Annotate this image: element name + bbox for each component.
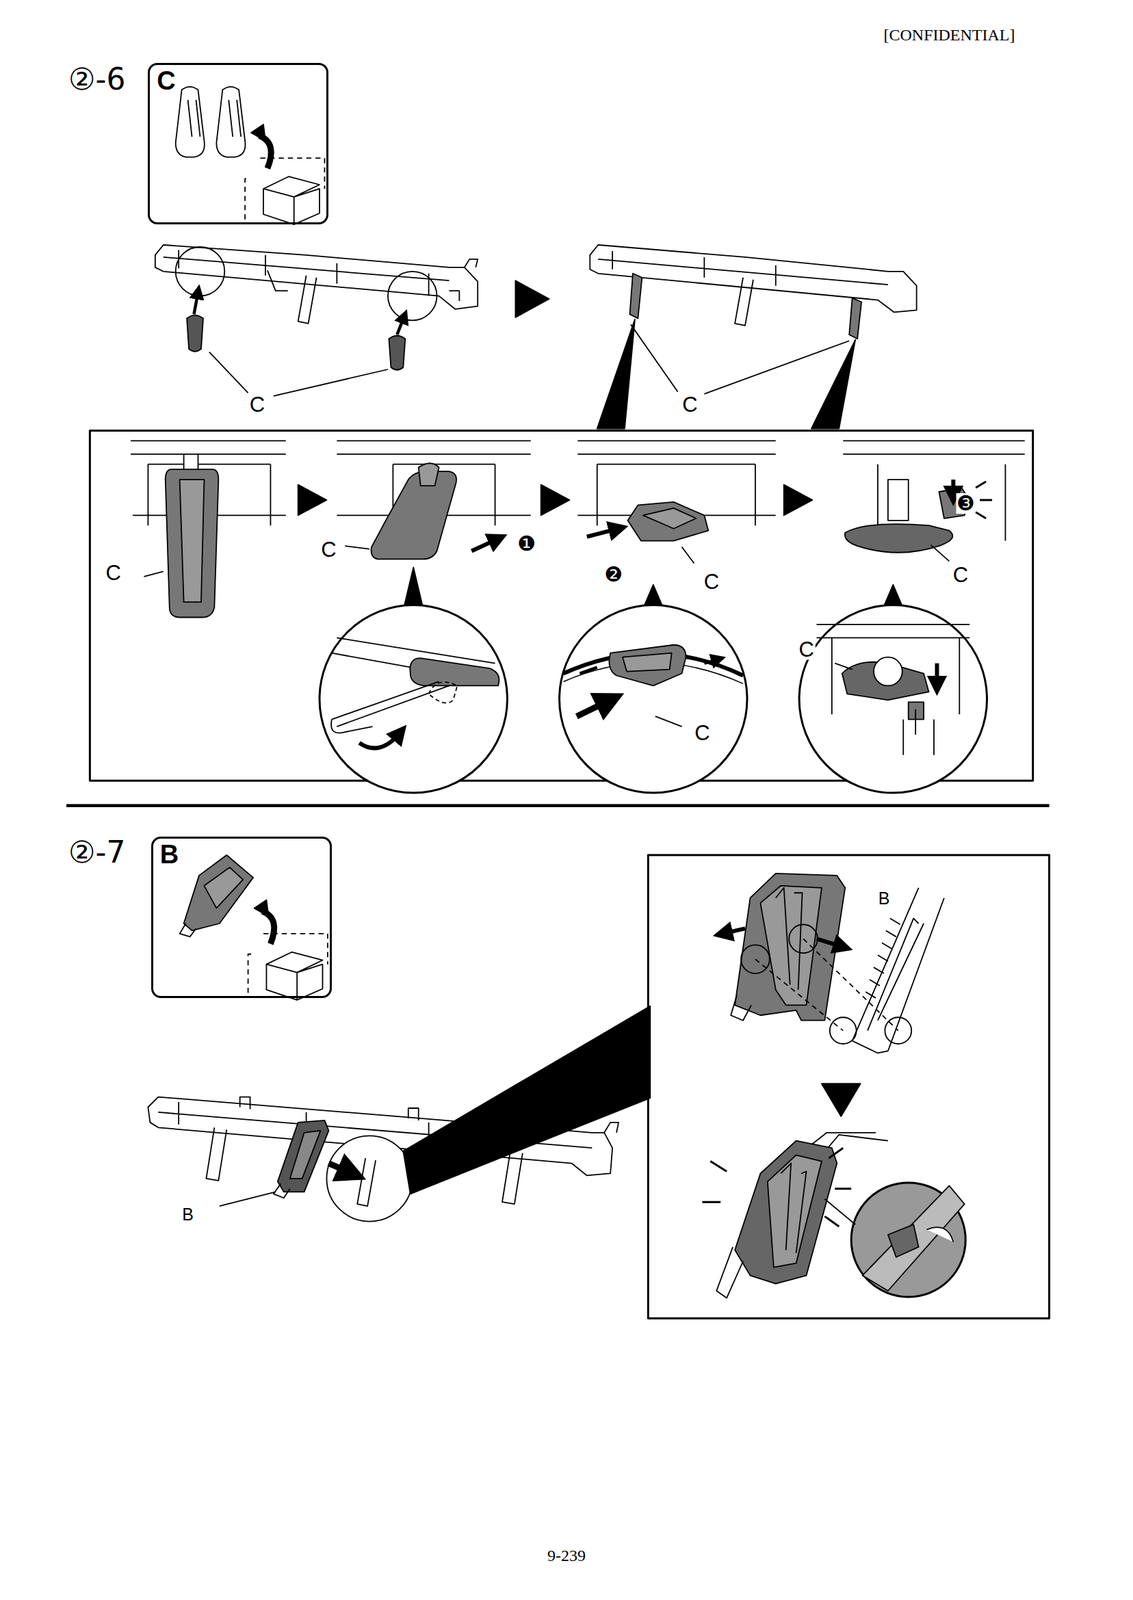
rail-assembly bbox=[155, 244, 478, 397]
part-icon bbox=[179, 855, 328, 1001]
detail-circles bbox=[319, 567, 988, 793]
page-number: 9-239 bbox=[547, 1547, 586, 1565]
step-arrow bbox=[515, 280, 549, 318]
part-letter: C bbox=[702, 571, 721, 593]
part-letter: C bbox=[680, 393, 699, 415]
callout-number: ❸ bbox=[956, 493, 975, 514]
part-letter: C bbox=[248, 393, 267, 415]
detail-clip bbox=[701, 873, 966, 1299]
confidential-mark: [CONFIDENTIAL] bbox=[883, 26, 1015, 44]
callout-number: ❶ bbox=[517, 533, 536, 555]
part-box: B bbox=[151, 836, 332, 999]
part-box: C bbox=[147, 62, 329, 225]
part-letter: C bbox=[319, 538, 338, 560]
step-number: ②-6 bbox=[68, 64, 126, 95]
part-letter: B bbox=[180, 1206, 195, 1224]
part-letter: C bbox=[797, 638, 815, 660]
divider bbox=[66, 803, 1050, 807]
detail-frame bbox=[647, 855, 1049, 1319]
rail-assembly bbox=[147, 1006, 650, 1222]
part-letter: B bbox=[160, 841, 179, 868]
part-letter: B bbox=[877, 889, 892, 907]
part-letter: C bbox=[693, 722, 711, 744]
part-icon bbox=[175, 86, 325, 225]
part-letter: C bbox=[156, 67, 176, 94]
step-number: ②-7 bbox=[68, 837, 126, 868]
part-letter: C bbox=[951, 563, 970, 585]
detail-steps bbox=[130, 440, 1025, 618]
rail-assembly bbox=[589, 244, 917, 429]
callout-number: ❷ bbox=[604, 564, 623, 585]
part-letter: C bbox=[103, 561, 122, 583]
